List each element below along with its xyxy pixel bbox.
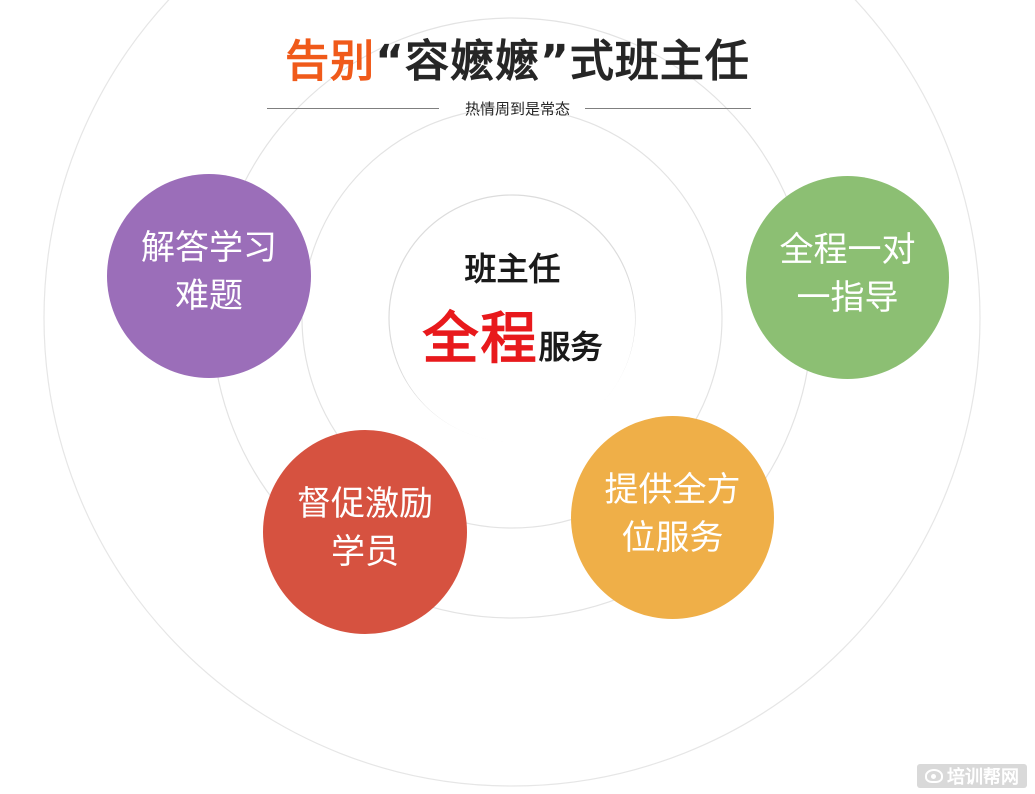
bubble-line: 提供全方 xyxy=(604,470,741,510)
center-service-rest: 服务 xyxy=(538,328,603,366)
watermark: 培训帮网 xyxy=(917,764,1027,788)
bubble-line: 学员 xyxy=(331,532,399,572)
center-service-highlight: 全程 xyxy=(422,307,539,372)
bubble-line: 一指导 xyxy=(796,278,899,318)
watermark-text: 培训帮网 xyxy=(947,767,1019,788)
center-service: 全程服务 xyxy=(390,305,635,388)
outer-ring xyxy=(43,0,981,787)
subtitle-divider-right xyxy=(585,108,751,109)
eye-logo-icon xyxy=(925,769,943,783)
subtitle-row: 热情周到是常态 xyxy=(0,98,1035,120)
bubble-all-round-service: 提供全方 位服务 xyxy=(571,416,774,619)
title-rest: “容嬷嬷”式班主任 xyxy=(375,36,750,87)
center-circle: 班主任 全程服务 xyxy=(390,197,635,442)
page-title: 告别“容嬷嬷”式班主任 xyxy=(0,32,1035,92)
bubble-answer-questions: 解答学习 难题 xyxy=(107,174,311,378)
bubble-line: 解答学习 xyxy=(141,228,277,268)
bubble-line: 位服务 xyxy=(621,518,724,558)
bubble-line: 全程一对 xyxy=(779,230,916,270)
bubble-motivate-students: 督促激励 学员 xyxy=(263,430,467,634)
second-ring xyxy=(301,107,723,529)
subtitle-divider-left xyxy=(267,108,439,109)
subtitle: 热情周到是常态 xyxy=(464,100,570,118)
bubble-one-on-one-guidance: 全程一对 一指导 xyxy=(746,176,949,379)
bubble-line: 难题 xyxy=(175,276,243,316)
center-role: 班主任 xyxy=(464,250,561,288)
title-highlight: 告别 xyxy=(285,36,376,87)
bubble-line: 督促激励 xyxy=(297,484,433,524)
